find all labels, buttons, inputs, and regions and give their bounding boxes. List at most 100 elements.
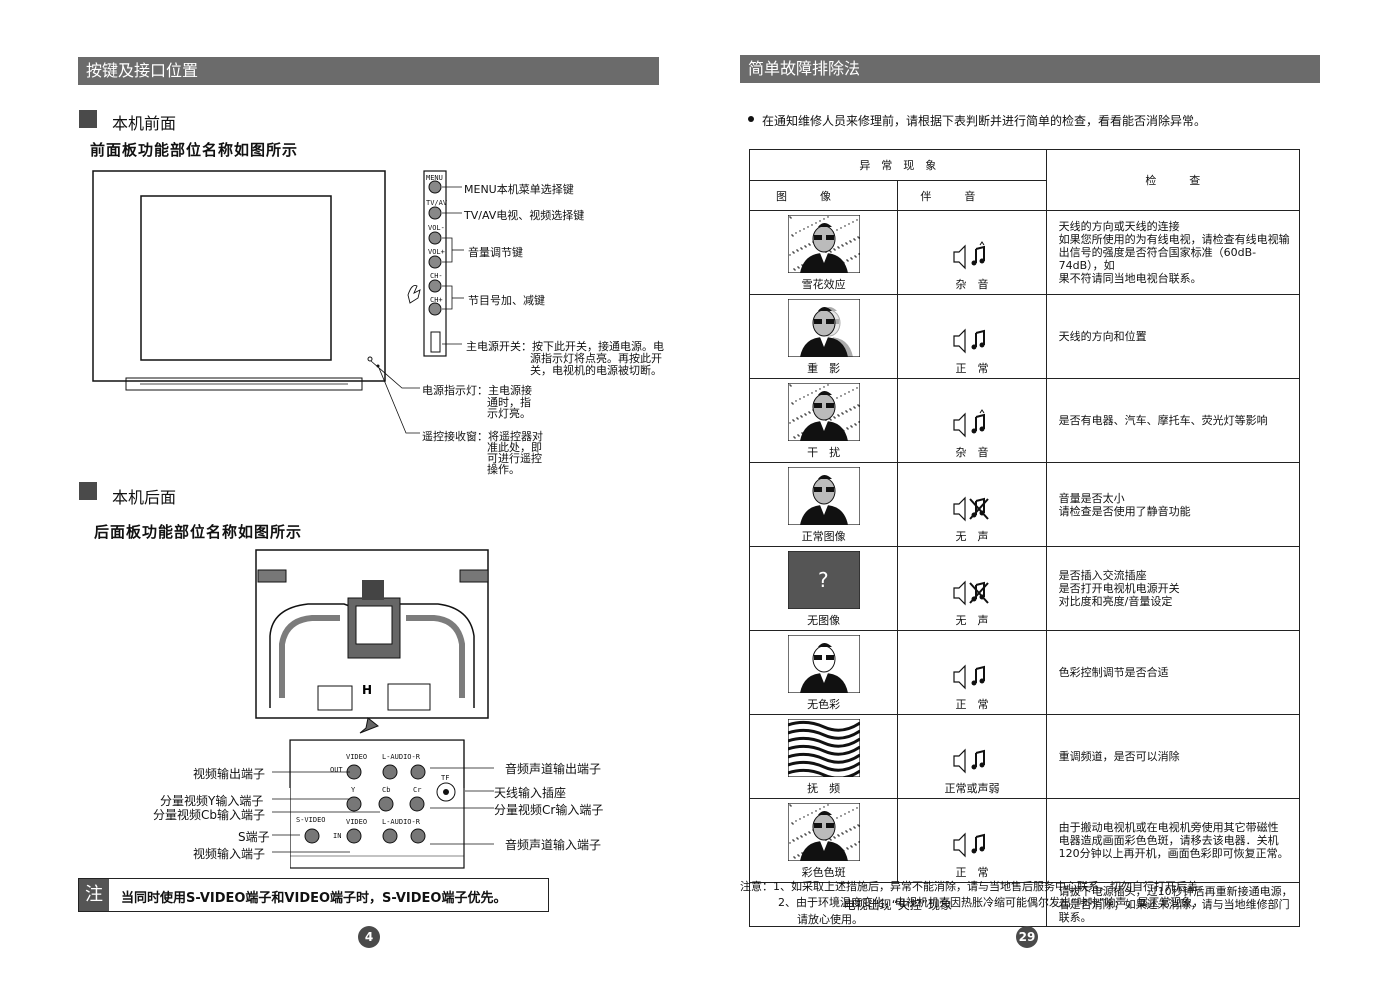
speaker-normal-icon — [953, 748, 985, 774]
speaker-noise-icon — [953, 241, 985, 270]
table-row: 干 扰 杂 音 是否有电器、汽车、摩托车、荧光灯等影响 — [748, 378, 1301, 463]
tv-picture-wave — [787, 718, 861, 780]
label-ch: 节目号加、减键 — [468, 294, 545, 307]
tv-stand — [125, 377, 363, 391]
table-row: 重 影 正 常 天线的方向和位置 — [748, 294, 1301, 379]
rear-caption: 后面板功能部位名称如图所示 — [94, 523, 303, 541]
label-cr-in: 分量视频Cr输入端子 — [494, 803, 604, 817]
tv-front-outline — [92, 170, 386, 382]
table-row: 无色彩 正 常 色彩控制调节是否合适 — [748, 630, 1301, 715]
label-indicator-2: 通时，指 — [487, 396, 531, 409]
check-line: 由于搬动电视机或在电视机旁使用其它带磁性 — [1058, 821, 1279, 834]
front-heading: 本机前面 — [112, 114, 177, 133]
subheader-image: 图 像 — [748, 180, 899, 211]
label-audio-out: 音频声道输出端子 — [505, 762, 602, 776]
label-tvav: TV/AV电视、视频选择键 — [464, 209, 585, 222]
label-remote-4: 操作。 — [487, 463, 520, 476]
tv-picture-noise — [787, 382, 861, 442]
label-cb-in: 分量视频Cb输入端子 — [153, 808, 265, 822]
image-caption: 干 扰 — [807, 446, 841, 459]
label-remote-1: 遥控接收窗：将遥控器对 — [422, 430, 543, 443]
symptom-sound-cell: 杂 音 — [897, 210, 1047, 295]
check-line: 如果您所使用的为有线电视，请检查有线电视输 — [1058, 233, 1290, 246]
note-3: 请放心使用。 — [797, 913, 863, 926]
section-title-troubleshooting: 简单故障排除法 — [740, 55, 1320, 83]
label-y-in: 分量视频Y输入端子 — [160, 794, 264, 808]
symptom-image-cell: 雪花效应 — [748, 210, 899, 295]
jack-audio-in-r — [410, 828, 426, 844]
symptom-sound-cell: 杂 音 — [897, 378, 1047, 463]
sound-caption: 正 常 — [955, 698, 989, 711]
tag-svideo: S-VIDEO — [296, 816, 326, 824]
page-number-right: 29 — [1016, 926, 1038, 948]
check-line: 音量是否太小 — [1058, 491, 1125, 505]
check-line: 电器造成画面彩色色斑，请移去该电器．关机 — [1058, 834, 1279, 847]
jack-svideo — [304, 828, 320, 844]
jack-audio-out-l — [382, 764, 398, 780]
tag-volm: VOL- — [428, 224, 445, 232]
tag-ant: TF — [441, 774, 450, 782]
note-text: 当同时使用S-VIDEO端子和VIDEO端子时，S-VIDEO端子优先。 — [121, 891, 507, 906]
tag-video-bottom: VIDEO — [346, 818, 368, 826]
jack-y — [346, 796, 362, 812]
check-line: 请检查是否使用了静音功能 — [1058, 504, 1191, 518]
troubleshooting-table: 异 常 现 象 检 查 图 像 伴 音 雪花效应 杂 音 天线的方向或天线的连接… — [748, 149, 1301, 927]
label-s-term: S端子 — [238, 830, 270, 844]
label-menu: MENU本机菜单选择键 — [464, 183, 574, 196]
no-image-symbol: ? — [818, 568, 829, 592]
symptom-image-cell: 无色彩 — [748, 630, 899, 715]
speaker-mute-icon — [953, 496, 989, 522]
image-caption: 彩色色斑 — [801, 866, 846, 879]
page-number-left: 4 — [358, 926, 380, 948]
table-row: 抚 频 正常或声弱 重调频道，是否可以消除 — [748, 714, 1301, 799]
table-row: 彩色色斑 正 常 由于搬动电视机或在电视机旁使用其它带磁性电器造成画面彩色色斑，… — [748, 798, 1301, 883]
power-switch — [430, 331, 441, 353]
tv-picture-ghost — [787, 298, 861, 358]
label-video-in: 视频输入端子 — [193, 847, 266, 861]
tv-picture-mono — [787, 634, 861, 694]
check-line: 联系。 — [1058, 911, 1092, 924]
image-caption: 无图像 — [807, 614, 841, 627]
symptom-sound-cell: 正 常 — [897, 798, 1047, 883]
label-indicator-3: 示灯亮。 — [487, 407, 531, 420]
sound-caption: 无 声 — [955, 614, 989, 627]
table-row: 雪花效应 杂 音 天线的方向或天线的连接如果您所使用的为有线电视，请检查有线电视… — [748, 210, 1301, 295]
tag-volp: VOL+ — [428, 248, 445, 256]
label-antenna: 天线输入插座 — [494, 786, 567, 800]
check-line: 色彩控制调节是否合适 — [1058, 666, 1169, 679]
subheader-sound: 伴 音 — [897, 180, 1047, 211]
jack-cr — [409, 796, 425, 812]
sound-caption: 正常或声弱 — [944, 782, 1000, 795]
label-audio-in: 音频声道输入端子 — [505, 838, 602, 852]
image-caption: 无色彩 — [807, 698, 841, 711]
check-line: 是否插入交流插座 — [1058, 569, 1147, 582]
tag-cb: Cb — [382, 786, 391, 794]
sound-caption: 无 声 — [955, 530, 989, 543]
tvav-button — [428, 206, 442, 220]
tag-video-top: VIDEO — [346, 753, 368, 761]
svg-text:H: H — [362, 683, 372, 697]
connector-panel — [290, 740, 465, 869]
check-cell: 由于搬动电视机或在电视机旁使用其它带磁性电器造成画面彩色色斑，请移去该电器．关机… — [1045, 798, 1301, 883]
check-cell: 色彩控制调节是否合适 — [1045, 630, 1301, 715]
check-cell: 天线的方向和位置 — [1045, 294, 1301, 379]
label-indicator-1: 电源指示灯：主电源接 — [422, 384, 532, 397]
menu-button — [428, 180, 442, 194]
note-2: 2、由于环境温度变化，电视机机壳因热胀冷缩可能偶尔发出“咔咔”响声，属正常现象， — [778, 896, 1204, 909]
check-line: 120分钟以上再开机，画面色彩即可恢复正常。 — [1058, 847, 1289, 860]
image-caption: 正常图像 — [801, 530, 846, 543]
check-cell: 天线的方向或天线的连接如果您所使用的为有线电视，请检查有线电视输出信号的强度是否… — [1045, 210, 1301, 295]
speaker-normal-icon — [953, 664, 985, 690]
header-symptom: 异 常 现 象 — [749, 149, 1047, 181]
note-badge: 注 — [79, 879, 109, 911]
label-power-3: 关，电视机的电源被切断。 — [530, 364, 662, 377]
tag-chm: CH- — [430, 272, 443, 280]
symptom-sound-cell: 无 声 — [897, 462, 1047, 547]
tag-y: Y — [351, 786, 356, 794]
label-power-2: 源指示灯将点亮。再按此开 — [530, 352, 662, 365]
check-line: 是否打开电视机电源开关 — [1058, 582, 1180, 595]
jack-audio-in-l — [382, 828, 398, 844]
symptom-sound-cell: 正 常 — [897, 630, 1047, 715]
speaker-normal-icon — [953, 832, 985, 858]
label-power-1: 主电源开关：按下此开关，接通电源。电 — [466, 340, 664, 353]
